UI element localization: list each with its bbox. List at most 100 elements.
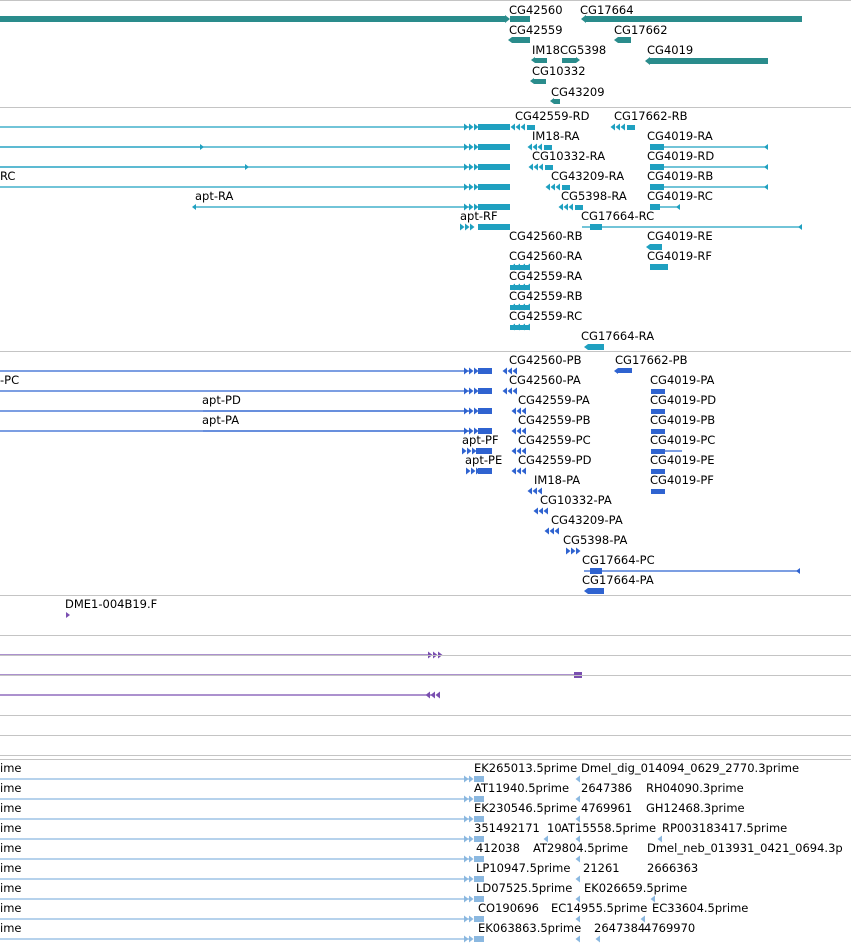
protein-label[interactable]: CG17664-PC xyxy=(582,553,655,567)
est-label[interactable]: CO190696 xyxy=(478,901,539,915)
est-label[interactable]: EK230546.5prime xyxy=(474,801,578,815)
est-label[interactable]: 4769970 xyxy=(644,921,696,935)
gene-label[interactable]: IM18 xyxy=(532,43,560,57)
est-label[interactable]: Dmel_neb_013931_0421_0694.3p xyxy=(647,841,843,855)
transcript-label[interactable]: CG42559-RD xyxy=(515,109,590,123)
transcript-label[interactable]: CG42560-RA xyxy=(509,249,583,263)
transcript-label[interactable]: CG17662-RB xyxy=(614,109,688,123)
transcript-label[interactable]: apt-RF xyxy=(460,209,498,223)
est-label[interactable]: LP10947.5prime xyxy=(476,861,571,875)
transcript-label[interactable]: CG17664-RC xyxy=(581,209,655,223)
est-label[interactable]: ime xyxy=(0,841,22,855)
transcript-label[interactable]: CG42559-RC xyxy=(509,309,583,323)
protein-label[interactable]: apt-PF xyxy=(462,433,499,447)
est-label[interactable]: EK026659.5prime xyxy=(584,881,688,895)
est-label[interactable]: RP003183417.5prime xyxy=(662,821,788,835)
exon-block xyxy=(575,205,583,210)
est-label[interactable]: LD07525.5prime xyxy=(476,881,573,895)
est-label[interactable]: 21261 xyxy=(583,861,620,875)
transcript-label[interactable]: CG4019-RC xyxy=(647,189,713,203)
strand-arrow-icon xyxy=(469,407,474,415)
est-label[interactable]: EC33604.5prime xyxy=(652,901,749,915)
strand-arrow-icon xyxy=(469,815,474,823)
est-label[interactable]: ime xyxy=(0,921,22,935)
protein-label[interactable]: CG42559-PB xyxy=(518,413,591,427)
est-label[interactable]: AT11940.5prime xyxy=(474,781,570,795)
track-separator xyxy=(0,655,851,656)
gene-label[interactable]: CG42560 xyxy=(509,3,563,17)
protein-label[interactable]: CG5398-PA xyxy=(563,533,628,547)
protein-label[interactable]: -PC xyxy=(0,373,20,387)
protein-label[interactable]: CG17662-PB xyxy=(615,353,688,367)
est-label[interactable]: 412038 xyxy=(476,841,520,855)
track-separator xyxy=(0,735,851,736)
est-label[interactable]: AT15558.5prime xyxy=(561,821,657,835)
protein-label[interactable]: CG42560-PB xyxy=(509,353,582,367)
transcript-label[interactable]: apt-RA xyxy=(195,189,234,203)
strand-arrow-icon xyxy=(507,367,512,375)
transcript-label[interactable]: CG4019-RA xyxy=(647,129,713,143)
est-label[interactable]: ime xyxy=(0,761,22,775)
est-label[interactable]: 351492171 xyxy=(474,821,540,835)
gene-label[interactable]: CG17664 xyxy=(580,3,634,17)
est-label[interactable]: 10 xyxy=(547,821,562,835)
est-label[interactable]: ime xyxy=(0,901,22,915)
gene-label[interactable]: CG43209 xyxy=(551,85,605,99)
protein-label[interactable]: CG42559-PD xyxy=(518,453,592,467)
transcript-label[interactable]: IM18-RA xyxy=(532,129,580,143)
gene-label[interactable]: CG42559 xyxy=(509,23,563,37)
protein-label[interactable]: CG4019-PE xyxy=(650,453,715,467)
protein-label[interactable]: CG4019-PC xyxy=(650,433,716,447)
transcript-label[interactable]: CG42559-RA xyxy=(509,269,583,283)
est-label[interactable]: ime xyxy=(0,801,22,815)
protein-label[interactable]: CG10332-PA xyxy=(540,493,612,507)
protein-label[interactable]: CG4019-PF xyxy=(650,473,714,487)
protein-label[interactable]: apt-PA xyxy=(202,413,240,427)
est-label[interactable]: GH12468.3prime xyxy=(646,801,745,815)
transcript-label[interactable]: CG4019-RE xyxy=(647,229,713,243)
protein-label[interactable]: CG17664-PA xyxy=(582,573,654,587)
transcript-label[interactable]: CG42559-RB xyxy=(509,289,583,303)
exon-block xyxy=(588,344,604,350)
est-label[interactable]: 2647386 xyxy=(581,781,633,795)
protein-label[interactable]: IM18-PA xyxy=(534,473,581,487)
transcript-label[interactable]: CG4019-RF xyxy=(647,249,712,263)
gene-label[interactable]: CG4019 xyxy=(647,43,694,57)
transcript-label[interactable]: CG4019-RD xyxy=(647,149,715,163)
gene-label[interactable]: CG5398 xyxy=(560,43,607,57)
gene-label[interactable]: CG10332 xyxy=(532,64,586,78)
protein-label[interactable]: CG43209-PA xyxy=(551,513,623,527)
protein-label[interactable]: CG42560-PA xyxy=(509,373,581,387)
est-label[interactable]: EC14955.5prime xyxy=(551,901,648,915)
protein-label[interactable]: apt-PE xyxy=(465,453,503,467)
est-label[interactable]: ime xyxy=(0,861,22,875)
protein-label[interactable]: CG4019-PA xyxy=(650,373,715,387)
est-label[interactable]: EK063863.5prime xyxy=(478,921,582,935)
transcript-label[interactable]: CG17664-RA xyxy=(581,329,655,343)
est-label[interactable]: ime xyxy=(0,881,22,895)
transcript-label[interactable]: CG42560-RB xyxy=(509,229,583,243)
strand-arrow-icon xyxy=(66,612,70,618)
transcript-label[interactable]: CG5398-RA xyxy=(561,189,627,203)
transcript-label[interactable]: RC xyxy=(0,169,16,183)
est-label[interactable]: 2666363 xyxy=(647,861,699,875)
transcript-label[interactable]: CG43209-RA xyxy=(551,169,625,183)
est-label[interactable]: RH04090.3prime xyxy=(646,781,744,795)
est-label[interactable]: AT29804.5prime xyxy=(533,841,629,855)
protein-label[interactable]: CG4019-PB xyxy=(650,413,716,427)
est-label[interactable]: 2647384 xyxy=(594,921,646,935)
protein-label[interactable]: CG42559-PA xyxy=(518,393,590,407)
transcript-label[interactable]: CG10332-RA xyxy=(532,149,606,163)
est-label[interactable]: EK265013.5prime xyxy=(474,761,578,775)
protein-label[interactable]: CG4019-PD xyxy=(650,393,717,407)
transcript-label[interactable]: CG4019-RB xyxy=(647,169,714,183)
strand-arrow-icon xyxy=(566,547,571,555)
gene-label[interactable]: CG17662 xyxy=(614,23,668,37)
clone-label[interactable]: DME1-004B19.F xyxy=(65,597,158,611)
est-label[interactable]: 4769961 xyxy=(581,801,633,815)
est-label[interactable]: Dmel_dig_014094_0629_2770.3prime xyxy=(581,761,800,775)
protein-label[interactable]: apt-PD xyxy=(202,393,241,407)
est-label[interactable]: ime xyxy=(0,781,22,795)
protein-label[interactable]: CG42559-PC xyxy=(518,433,591,447)
est-label[interactable]: ime xyxy=(0,821,22,835)
